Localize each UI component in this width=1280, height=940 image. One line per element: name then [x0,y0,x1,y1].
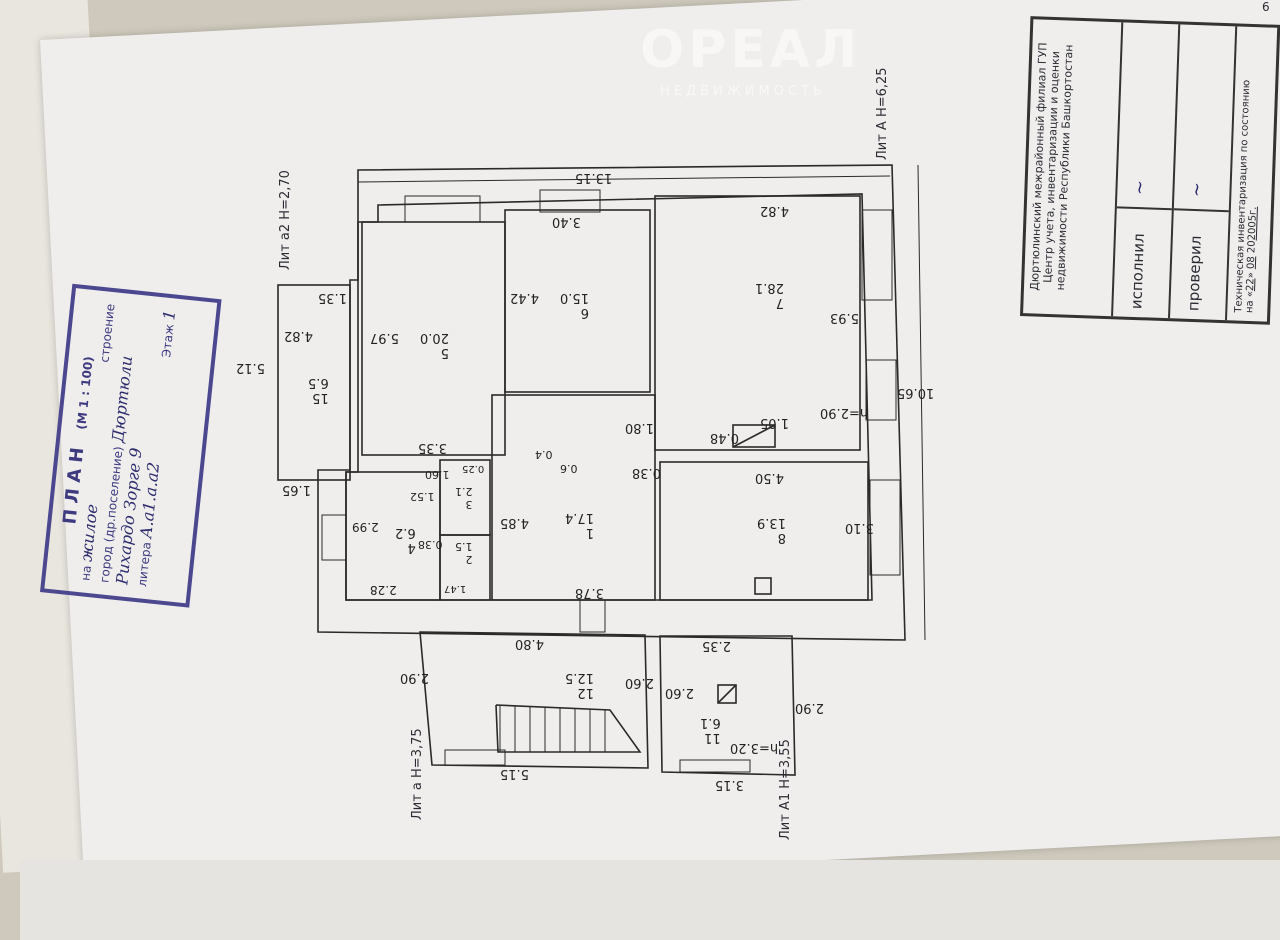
room-12 [419,631,649,769]
dim-line-top [357,175,891,183]
windows [321,189,901,773]
stamp-etazh-value: 1 [159,309,180,322]
dim-line-right [917,164,926,641]
dim: 0.25 [462,463,485,474]
dim: 0.4 [535,448,553,461]
watermark-sub: НЕДВИЖИМОСТЬ [660,84,826,99]
dim: 2.99 [352,520,379,534]
room-8 [659,461,869,601]
room-2 [439,534,491,601]
room-1 [491,394,656,601]
liter-label: Лит А1 H=3,55 [778,739,793,840]
signature-checked: ~ [1186,181,1208,198]
dim: 2.28 [370,583,397,597]
dim: 4.42 [510,290,539,305]
room-15 [277,284,351,481]
dim: 0.38 [632,465,661,480]
dim: 4.82 [760,203,789,218]
outer-wall [317,164,906,641]
performed-label: исполнил [1113,206,1172,319]
dim: 10.65 [897,385,935,400]
stamp-etazh-label: Этаж [159,323,177,359]
watermark-logo: ОРЕАЛ [640,20,862,80]
org-name: Дюртюлинский межрайонный филиал ГУП Цент… [1023,19,1124,317]
dim: 2.60 [665,685,694,700]
chimney [717,684,737,704]
footer-text: Техническая инвентаризация по состоянию [1233,79,1253,313]
floor-plan [277,164,926,776]
stairs [495,704,642,753]
dim: h=3.20 [730,740,779,755]
stamp-litera-label: литера [135,541,154,588]
liter-label: Лит а2 H=2,70 [278,170,293,270]
dim: 3.40 [552,214,581,229]
dim: h=2.90 [820,405,869,420]
date-prefix: на [1244,300,1256,314]
stair-treads [499,705,606,752]
dim: 4.82 [284,328,313,343]
dim: 1.47 [444,583,467,594]
dim: 4.50 [755,470,784,485]
dim: 0.6 [560,462,578,475]
room-11 [659,635,796,776]
dim: 1.65 [282,482,311,497]
stove [754,577,772,595]
signature-performed: ~ [1129,179,1151,196]
dim: 4.85 [500,515,529,530]
dim: 5.12 [236,360,265,375]
date-month: 08 [1245,256,1258,270]
title-block: Дюртюлинский межрайонный филиал ГУП Цент… [1020,16,1280,325]
dim: 2.35 [702,638,731,653]
dim: 1.60 [425,468,450,481]
dim: 3.78 [575,585,604,600]
dim: 3.35 [418,440,447,455]
dim: 1.52 [410,490,435,503]
dim: 5.97 [370,330,399,345]
liter-label: Лит А H=6,25 [875,67,890,160]
dim: 0.48 [710,430,739,445]
checked-label: проверил [1170,208,1229,321]
room-6 [504,209,651,393]
dim: 2.60 [625,675,654,690]
vent [732,424,776,448]
dim: 3.10 [845,520,874,535]
dim: 4.80 [515,636,544,651]
dim: 3.15 [715,777,744,792]
dim: 5.93 [830,310,859,325]
dim: 0.38 [418,538,443,551]
sheet-number: 6 [1262,0,1270,14]
dim: 1.35 [318,290,347,305]
dim: 2.90 [400,670,429,685]
date-year: 2005г. [1246,206,1259,241]
dim: 2.90 [795,700,824,715]
liter-label: Лит а H=3,75 [410,728,425,820]
dim: 5.15 [500,766,529,781]
dim: 13.15 [575,170,613,185]
stamp-na-label: на [78,564,94,582]
dim: 1.05 [760,415,789,430]
room-7 [654,195,861,451]
date-day: 22 [1245,278,1257,292]
dim: 1.80 [625,420,654,435]
